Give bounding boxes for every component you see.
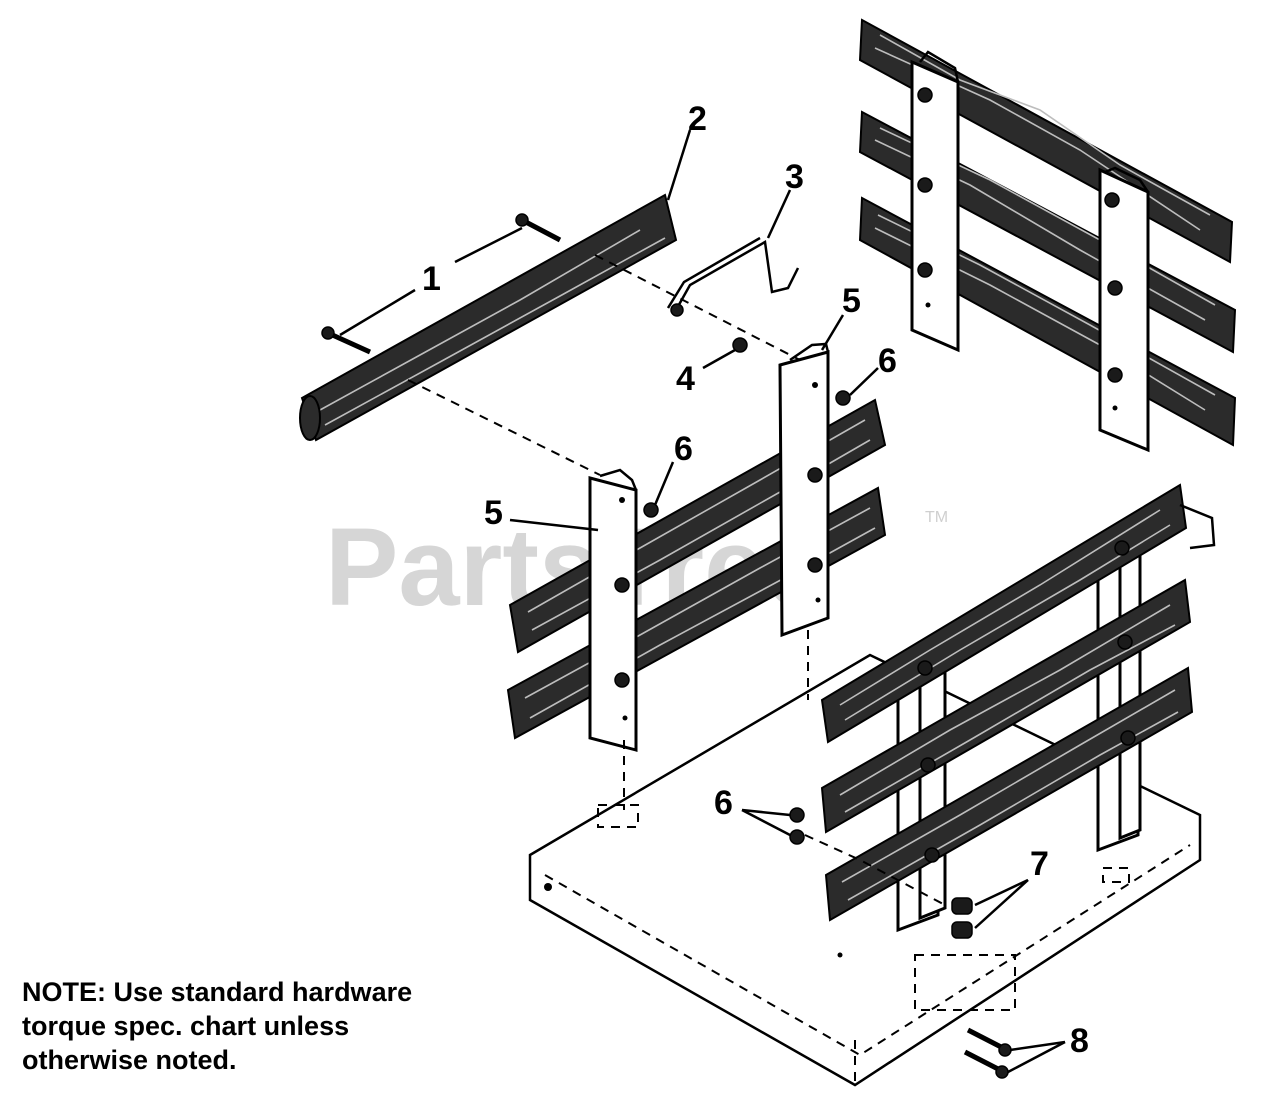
top-rail-board (299, 193, 678, 442)
callout-3: 3 (785, 158, 804, 196)
note-line-2: torque spec. chart unless (22, 1011, 350, 1041)
callout-2: 2 (688, 100, 707, 138)
nut-part-6-lower-a (789, 807, 805, 823)
callout-6-lower: 6 (714, 784, 733, 822)
callout-1: 1 (422, 260, 441, 298)
torque-note: NOTE: Use standard hardware torque spec.… (22, 975, 542, 1077)
assembly-dashed-lines (407, 254, 946, 906)
callout-8: 8 (1070, 1022, 1089, 1060)
watermark-trademark: TM (925, 509, 948, 526)
callout-6-upper: 6 (878, 342, 897, 380)
note-line-1: NOTE: Use standard hardware (22, 977, 413, 1007)
callout-4: 4 (676, 360, 695, 398)
bolts-part-8 (963, 1027, 1012, 1079)
callout-5-upper: 5 (842, 282, 861, 320)
carriage-bolts (321, 213, 562, 355)
side-rack-assembled-front (820, 483, 1216, 933)
nut-part-6-upper (835, 390, 851, 406)
callout-6-middle: 6 (674, 430, 693, 468)
callout-7: 7 (1030, 845, 1049, 883)
stake-post-right (778, 342, 830, 638)
spacers-part-7 (951, 897, 973, 939)
nut-part-6-middle (643, 502, 659, 518)
note-line-3: otherwise noted. (22, 1045, 237, 1075)
nut-part-6-lower-b (789, 829, 805, 845)
callout-5-lower: 5 (484, 494, 503, 532)
stake-post-left (588, 468, 638, 752)
leader-lines (339, 129, 1066, 1074)
side-rack-assembled-rear (858, 18, 1237, 453)
nut-part-4 (732, 337, 748, 353)
hook-rod (666, 236, 800, 317)
